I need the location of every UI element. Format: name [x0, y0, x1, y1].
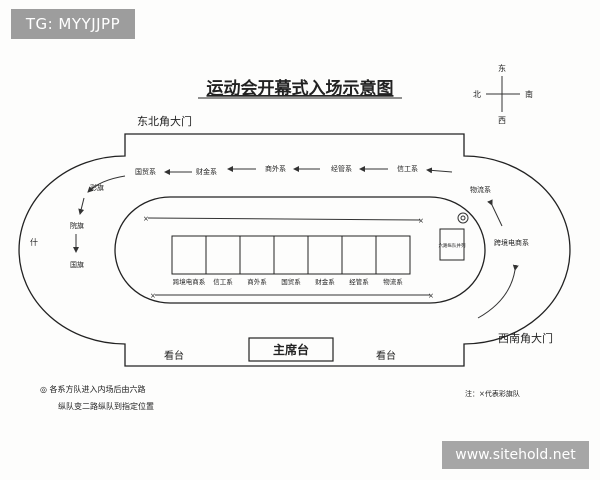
- six-lane-label: 六路纵队并列: [439, 242, 466, 249]
- dept-label: 跨境电商系: [494, 238, 529, 247]
- six-lane-box: [439, 228, 465, 261]
- stand-right: 看台: [376, 349, 396, 362]
- dept-label: 国贸系: [135, 167, 156, 176]
- compass-south: 南: [525, 89, 533, 99]
- main-stand-label: 主席台: [273, 342, 309, 357]
- target-icon: [457, 212, 469, 224]
- dept-label: 经管系: [331, 164, 352, 173]
- watermark-top-left: TG: MYYJJPP: [11, 9, 135, 39]
- compass-east: 东: [498, 63, 506, 73]
- compass-west: 西: [498, 116, 506, 125]
- stand-left: 看台: [164, 349, 184, 362]
- compass-north: 北: [473, 90, 481, 99]
- gate-northeast: 东北角大门: [137, 114, 192, 128]
- compass-icon: 东 北 南 西: [473, 63, 533, 125]
- gate-southwest: 西南角大门: [498, 331, 553, 345]
- svg-text:×: ×: [143, 215, 149, 223]
- dept-block: [375, 235, 411, 275]
- svg-text:×: ×: [418, 217, 424, 225]
- note-right: 注：×代表彩旗队: [465, 389, 520, 398]
- flag-label: 国旗: [70, 260, 84, 269]
- right-column-departments: 物流系 跨境电商系: [470, 185, 529, 319]
- top-row-departments: 国贸系 财金系 商外系 经管系 信工系: [135, 164, 453, 176]
- outer-track: [18, 133, 571, 367]
- inner-department-grid: 跨境电商系信工系 商外系 国贸系 财金系 经管系 物流系: [171, 235, 411, 286]
- flag-label: 彩旗: [90, 183, 104, 192]
- dept-label: 财金系: [196, 167, 217, 176]
- diagram-title: 运动会开幕式入场示意图: [207, 78, 394, 99]
- legend-note-continued: 纵队变二路纵队到指定位置: [58, 401, 154, 411]
- dept-label: 商外系: [265, 164, 286, 173]
- inner-field: [114, 196, 486, 304]
- left-edge-mark: 什: [30, 237, 38, 247]
- flag-label: 院旗: [70, 221, 84, 230]
- dept-label: 物流系: [470, 185, 491, 194]
- dept-block-label: 经管系: [349, 277, 369, 286]
- dept-block-label: 国贸系: [281, 277, 301, 286]
- svg-text:×: ×: [150, 292, 156, 300]
- dept-label: 信工系: [397, 164, 418, 173]
- main-stand-box: [248, 337, 334, 362]
- dept-block-label: 跨境电商系: [173, 277, 206, 286]
- watermark-bottom-right: www.sitehold.net: [442, 441, 589, 469]
- dept-block-label: 商外系: [247, 277, 267, 286]
- legend-note: ◎ 各系方队进入内场后由六路: [40, 384, 146, 394]
- dept-block-label: 信工系: [213, 277, 233, 286]
- svg-text:×: ×: [428, 292, 434, 300]
- dept-block-label: 财金系: [315, 277, 335, 286]
- left-flag-column: 彩旗 院旗 国旗: [70, 175, 126, 269]
- dept-block-label: 物流系: [383, 277, 403, 286]
